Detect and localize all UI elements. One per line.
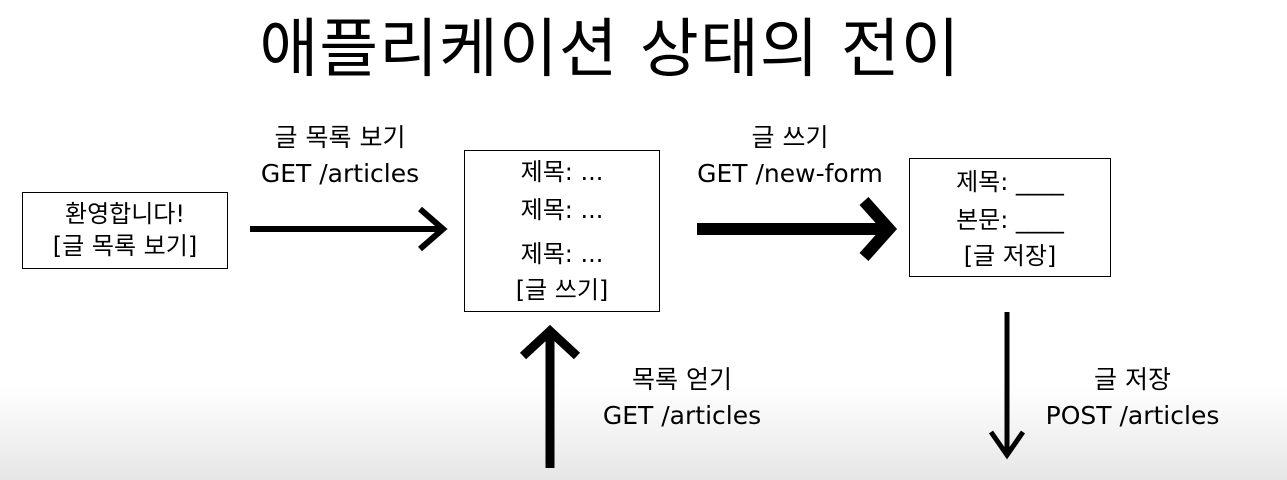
welcome-message: 환영합니다! bbox=[64, 200, 186, 228]
transition-view-list-label: 글 목록 보기 GET /articles bbox=[240, 120, 440, 192]
form-body-field: 본문: ____ bbox=[956, 206, 1064, 234]
transition-fetch-list-name: 목록 얻기 bbox=[632, 365, 732, 394]
state-welcome-box: 환영합니다! [글 목록 보기] bbox=[22, 192, 228, 269]
transition-write-name: 글 쓰기 bbox=[751, 123, 829, 152]
form-title-field: 제목: ____ bbox=[956, 168, 1064, 196]
arrow-welcome-to-list bbox=[250, 206, 448, 252]
transition-view-list-request: GET /articles bbox=[260, 159, 420, 188]
transition-save-name: 글 저장 bbox=[1094, 365, 1171, 394]
state-form-box: 제목: ____ 본문: ____ [글 저장] bbox=[909, 158, 1111, 277]
write-link: [글 쓰기] bbox=[515, 276, 609, 304]
transition-fetch-list-request: GET /articles bbox=[602, 401, 762, 430]
list-item-title: 제목: ... bbox=[520, 158, 604, 186]
arrow-fetch-list-up bbox=[519, 324, 581, 468]
list-item-title: 제목: ... bbox=[520, 240, 604, 268]
transition-save-label: 글 저장 POST /articles bbox=[1020, 362, 1245, 434]
list-item-title: 제목: ... bbox=[520, 196, 604, 224]
transition-save-request: POST /articles bbox=[1045, 401, 1220, 430]
transition-write-label: 글 쓰기 GET /new-form bbox=[675, 120, 905, 192]
arrow-list-to-form bbox=[697, 197, 898, 261]
diagram-title: 애플리케이션 상태의 전이 bbox=[259, 13, 961, 87]
transition-fetch-list-label: 목록 얻기 GET /articles bbox=[582, 362, 782, 434]
view-list-link: [글 목록 보기] bbox=[52, 232, 198, 260]
arrow-save-down bbox=[988, 312, 1026, 460]
save-link: [글 저장] bbox=[963, 242, 1057, 270]
transition-write-request: GET /new-form bbox=[697, 159, 883, 188]
transition-view-list-name: 글 목록 보기 bbox=[274, 123, 406, 152]
state-list-box: 제목: ... 제목: ... 제목: ... [글 쓰기] bbox=[464, 150, 660, 312]
